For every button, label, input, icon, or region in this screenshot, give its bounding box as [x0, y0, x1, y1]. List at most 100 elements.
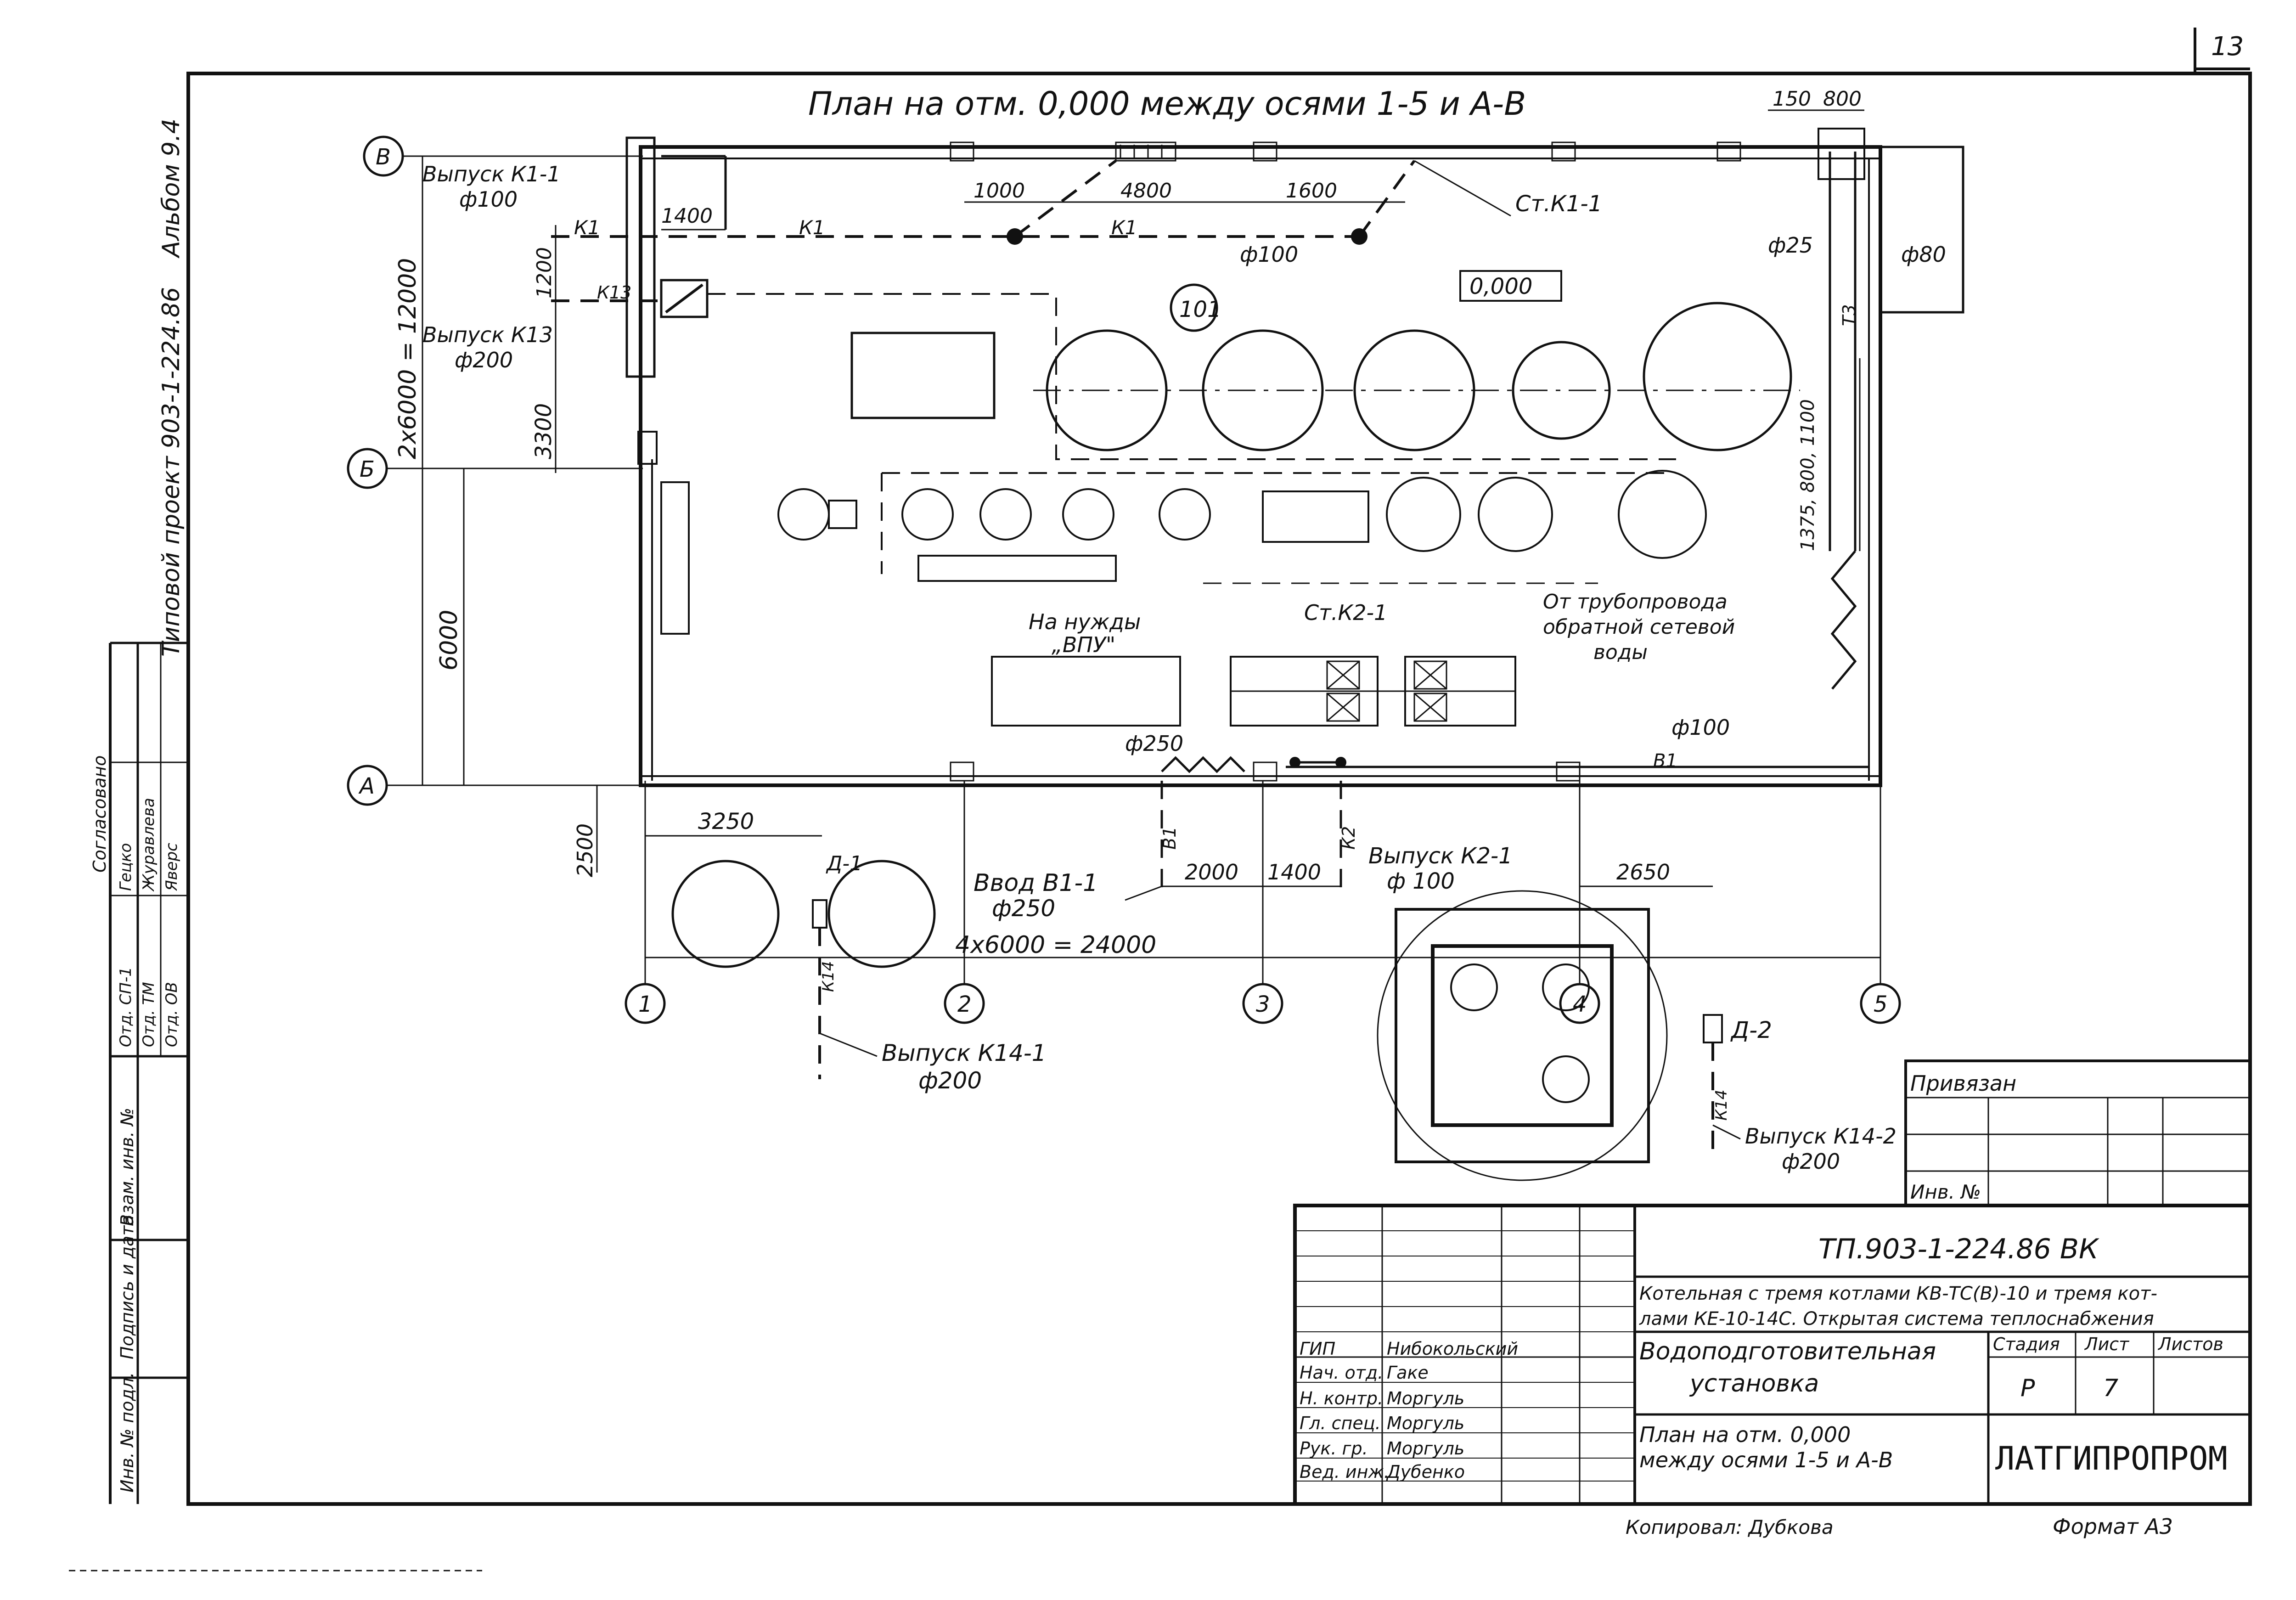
title-block: ГИП Нибокольский Нач. отд. Гаке Н. контр…	[1293, 1204, 2252, 1506]
privyazan-title: Привязан	[1910, 1071, 2016, 1096]
tb-name-4: Моргуль	[1387, 1413, 1464, 1433]
label-phi250-a: ф250	[1125, 731, 1183, 756]
tank-2	[1202, 329, 1324, 451]
dim-1200: 1200	[533, 247, 556, 299]
label-phi25: ф25	[1768, 233, 1813, 258]
outside-tanks	[671, 860, 1723, 1181]
label-ot-truboprovoda-1: От трубопровода	[1543, 590, 1728, 614]
pump-1	[777, 488, 830, 541]
dim-6000: 6000	[435, 610, 463, 670]
pump-2	[901, 488, 954, 541]
sheet-number: 13	[2211, 32, 2244, 62]
label-vypusk-k13: Выпуск К13	[422, 322, 553, 347]
pipe-k1	[551, 155, 1416, 318]
drawing-frame	[186, 72, 2252, 1506]
axis-5-label: 5	[1874, 992, 1888, 1017]
tb-stage-label: Стадия	[1993, 1334, 2060, 1354]
dim-3300: 3300	[531, 403, 557, 459]
stamp-dept-2-col1: Отд. ТМ	[140, 982, 158, 1047]
tank-5	[1643, 302, 1792, 451]
label-k14-a: К14	[819, 961, 838, 992]
dim-800: 800	[1823, 87, 1862, 111]
elevation-label: 0,000	[1469, 274, 1532, 299]
tb-role-5: Рук. гр.	[1300, 1438, 1368, 1459]
outside-tank-1	[671, 860, 780, 968]
axis-2-label: 2	[957, 992, 972, 1017]
pump-3	[979, 488, 1032, 541]
label-st-k2-1: Ст.К2-1	[1304, 600, 1387, 625]
label-phi250-b: ф250	[992, 895, 1055, 922]
dim-2650: 2650	[1616, 860, 1670, 885]
dim-1400-bottom: 1400	[1267, 860, 1321, 885]
label-d2: Д-2	[1730, 1017, 1772, 1043]
label-k2: К2	[1339, 826, 1359, 850]
tank-4	[1512, 341, 1611, 440]
dim-1375: 1375, 800, 1100	[1797, 399, 1818, 551]
label-b1-a: В1	[1653, 750, 1677, 772]
tb-sheet-label: Лист	[2084, 1334, 2130, 1354]
outside-tank-2	[827, 860, 936, 968]
copied-by: Копировал: Дубкова	[1626, 1516, 1834, 1538]
side-album-label: Альбом 9.4	[158, 118, 185, 259]
label-k13: К13	[597, 282, 631, 303]
pump-5	[1159, 488, 1211, 541]
tb-name-5: Моргуль	[1387, 1438, 1464, 1459]
tb-name-2: Гаке	[1387, 1363, 1429, 1383]
equipment-rect-2	[1262, 490, 1369, 543]
tb-project-line-2: лами КЕ-10-14С. Открытая система теплосн…	[1639, 1308, 2154, 1330]
filter-1	[1386, 477, 1461, 552]
axis-3-label: 3	[1256, 992, 1270, 1017]
stamp-dept-header: Согласовано	[90, 755, 110, 873]
room-101-bubble	[1170, 283, 1218, 332]
tb-drawing-name-2: установка	[1689, 1370, 1819, 1397]
stamp-dept-1-col1: Отд. СП-1	[117, 967, 135, 1047]
pipe-b1-wavy	[1161, 756, 1245, 773]
label-phi200-c: ф200	[1782, 1149, 1840, 1174]
axis-v-label: В	[376, 144, 391, 170]
label-phi200-b: ф200	[918, 1067, 982, 1094]
equipment	[660, 293, 1800, 727]
equipment-rect-3	[991, 656, 1181, 727]
label-vvod-b1-1: Ввод В1-1	[974, 869, 1098, 897]
left-stamp: Инв. № подл. Подпись и дата Взам. инв. №…	[90, 642, 188, 1504]
label-vpu: „ВПУ"	[1052, 632, 1115, 657]
tb-code: ТП.903-1-224.86 ВК	[1818, 1233, 2099, 1265]
tb-org: ЛАТГИПРОПРОМ	[1995, 1440, 2228, 1477]
side-project-label: Типовой проект 903-1-224.86	[158, 287, 185, 657]
dim-2000: 2000	[1185, 860, 1238, 885]
label-k1-c: К1	[1111, 216, 1137, 239]
dimension-lines	[422, 109, 1880, 958]
filter-3	[1618, 470, 1707, 559]
label-phi80: ф80	[1901, 242, 1946, 267]
dim-2500: 2500	[573, 823, 597, 877]
stamp-dept-1-col2: Гецко	[117, 843, 135, 891]
dim-4x6000: 4x6000 = 24000	[955, 931, 1156, 959]
label-k1-b: К1	[799, 216, 825, 239]
tb-name-1: Нибокольский	[1387, 1339, 1518, 1359]
label-ot-truboprovoda-3: воды	[1593, 641, 1648, 664]
format-label: Формат А3	[2053, 1514, 2173, 1539]
tb-stage: Р	[2020, 1375, 2035, 1402]
tb-drawing-name-1: Водоподготовительная	[1639, 1338, 1936, 1365]
tb-role-4: Гл. спец.	[1300, 1413, 1381, 1433]
building-walls	[625, 128, 1964, 787]
dim-1000: 1000	[974, 179, 1025, 203]
label-b1-b: В1	[1159, 827, 1180, 850]
tb-sheet: 7	[2103, 1375, 2118, 1402]
tb-role-6: Вед. инж.	[1300, 1462, 1390, 1482]
privyazan-block: Привязан Инв. №	[1904, 1059, 2251, 1207]
tb-sheets-label: Листов	[2157, 1334, 2223, 1354]
tb-sheet-title-2: между осями 1-5 и А-В	[1639, 1448, 1893, 1472]
axis-1-label: 1	[638, 992, 653, 1017]
axis-cols: 1 2 3 4 5	[625, 781, 1901, 1024]
stamp-dept-2-col2: Журавлева	[140, 798, 158, 892]
dim-2x6000: 2x6000 = 12000	[394, 258, 422, 459]
tb-role-3: Н. контр.	[1300, 1388, 1383, 1408]
label-vypusk-k14-2: Выпуск К14-2	[1745, 1124, 1896, 1149]
tb-name-3: Моргуль	[1387, 1388, 1464, 1408]
pump-4	[1062, 488, 1114, 541]
room-101-label: 101	[1179, 297, 1221, 322]
stamp-vzam-label: Взам. инв. №	[117, 1108, 137, 1226]
label-st-k1-1: Ст.К1-1	[1515, 191, 1602, 217]
label-phi100-c: ф100	[1671, 715, 1730, 740]
